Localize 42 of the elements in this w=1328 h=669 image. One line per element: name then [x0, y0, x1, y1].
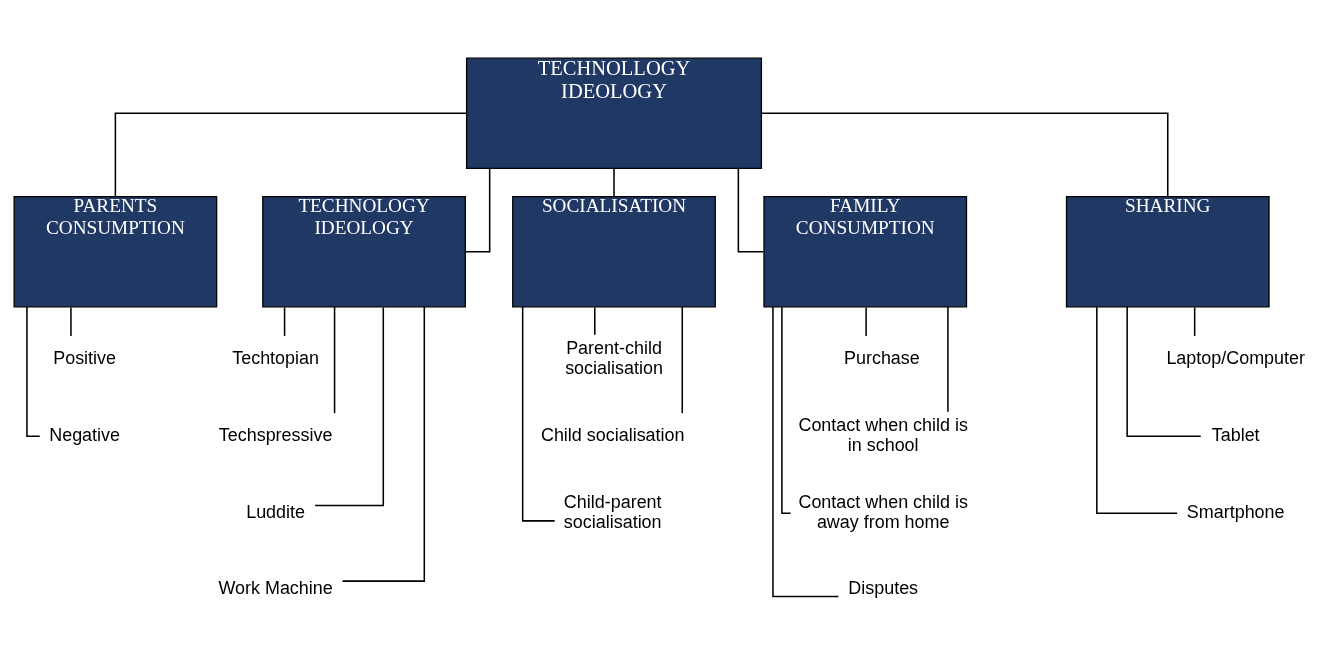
connector — [333, 305, 336, 414]
node-box: FAMILY CONSUMPTION — [763, 195, 968, 307]
node-text: Tablet — [1211, 424, 1260, 445]
connector — [464, 167, 491, 252]
node-box: PARENTS CONSUMPTION — [13, 195, 218, 307]
connector — [1096, 305, 1178, 514]
node-text: Positive — [53, 347, 117, 368]
connector — [594, 306, 596, 336]
node-text: Contact when child is in school — [798, 414, 968, 455]
node-text: Techspressive — [218, 424, 333, 445]
connector — [314, 306, 385, 506]
connector — [1126, 305, 1202, 437]
node-text: Luddite — [246, 501, 306, 522]
connector — [1193, 306, 1196, 337]
connector — [681, 305, 684, 414]
node-text: Work Machine — [218, 577, 333, 598]
node-text: Parent-child socialisation — [565, 337, 663, 378]
connector — [781, 305, 792, 514]
node-text: Techtopian — [232, 347, 319, 368]
connector — [772, 305, 840, 597]
connector — [70, 306, 72, 337]
node-box: SOCIALISATION — [512, 195, 716, 307]
connector — [114, 112, 468, 197]
connector — [283, 306, 286, 337]
node-text: Laptop/Computer — [1166, 347, 1305, 368]
node-box: TECHNOLLOGY IDEOLOGY — [465, 57, 763, 169]
node-text: Contact when child is away from home — [798, 491, 968, 532]
node-text: Child-parent socialisation — [563, 491, 662, 532]
connector — [947, 305, 949, 412]
node-text: Negative — [49, 424, 121, 445]
connector — [865, 306, 867, 337]
connector — [760, 112, 1169, 197]
node-text: Child socialisation — [540, 424, 685, 445]
node-text: Disputes — [848, 577, 919, 598]
node-box: SHARING — [1065, 195, 1270, 307]
connector — [737, 167, 765, 252]
node-text: Purchase — [844, 347, 920, 368]
connector — [521, 305, 556, 522]
node-text: Smartphone — [1186, 501, 1285, 522]
connector — [613, 167, 615, 197]
node-box: TECHNOLOGY IDEOLOGY — [262, 195, 466, 307]
connector — [341, 305, 426, 582]
